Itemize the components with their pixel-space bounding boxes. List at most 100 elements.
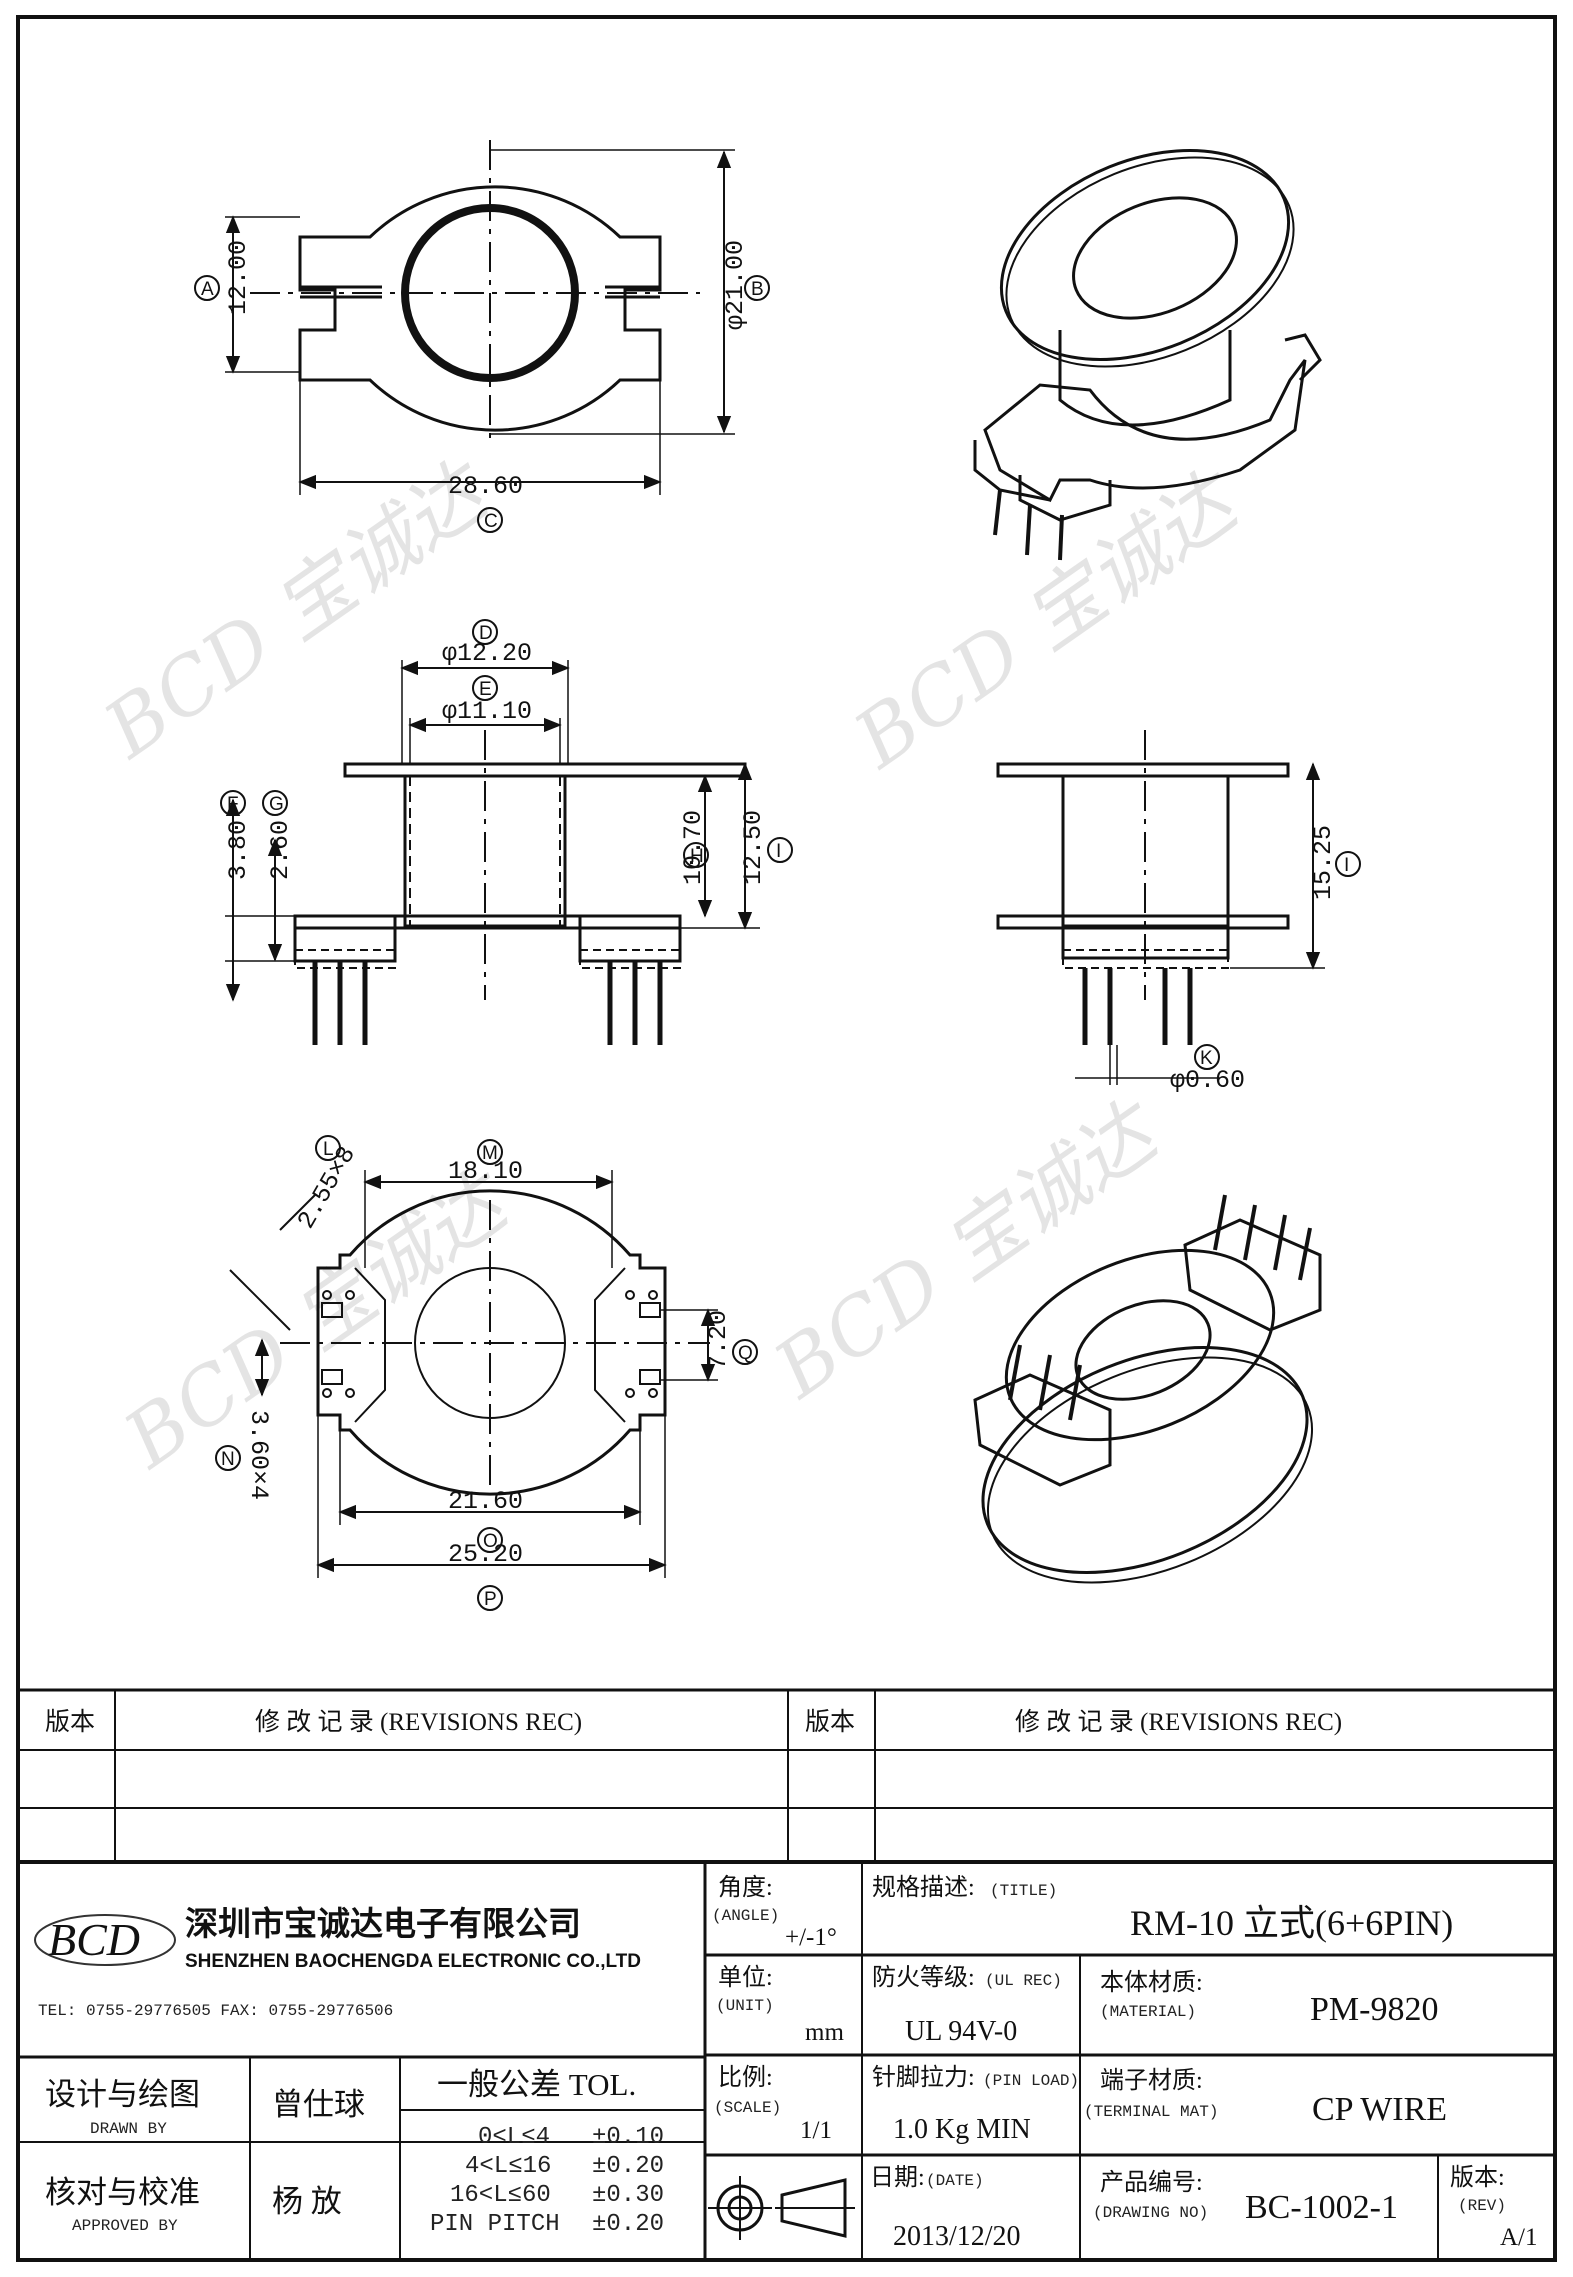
dim-q: 7.20	[704, 1310, 733, 1370]
dim-o: 21.60	[448, 1487, 523, 1516]
svg-text:0<L≤4: 0<L≤4	[478, 2124, 550, 2151]
dim-e: φ11.10	[442, 697, 532, 726]
svg-text:A: A	[201, 279, 214, 300]
marker-o: O	[477, 1527, 503, 1553]
sheet-border	[16, 15, 1557, 2262]
front-view	[225, 660, 760, 1045]
watermark: BCD 宝诚达 BCD 宝诚达 BCD 宝诚达 BCD 宝诚达	[88, 444, 1259, 1486]
ul-value: UL 94V-0	[905, 2016, 1017, 2047]
revisions-table	[18, 1688, 1555, 1864]
svg-text:±0.10: ±0.10	[592, 2124, 664, 2151]
approved-value: 杨 放	[272, 2184, 342, 2219]
ul-label: 防火等级:	[872, 1964, 975, 1991]
terminal-label: 端子材质:	[1100, 2067, 1203, 2094]
svg-text:C: C	[484, 511, 498, 532]
svg-text:16<L≤60: 16<L≤60	[450, 2182, 551, 2209]
scale-value: 1/1	[800, 2117, 832, 2144]
marker-g: G	[262, 790, 288, 816]
dim-h: 10.70	[679, 810, 708, 885]
approved-label-en: APPROVED BY	[72, 2217, 178, 2235]
svg-text:B: B	[751, 279, 764, 300]
drawno-label-en: (DRAWING NO)	[1093, 2204, 1208, 2222]
angle-value: +/-1°	[785, 1924, 837, 1951]
top-view	[225, 140, 735, 495]
title-block-grid	[18, 1862, 1555, 2260]
date-label: 日期:	[870, 2165, 925, 2191]
svg-text:N: N	[221, 1449, 235, 1470]
iso-view-top	[973, 149, 1322, 561]
bottom-view	[229, 1170, 718, 1578]
svg-text:PIN PITCH: PIN PITCH	[430, 2211, 560, 2238]
rev-label: 版本:	[1450, 2164, 1505, 2191]
company-tel-fax: TEL: 0755-29776505 FAX: 0755-29776506	[38, 2002, 393, 2020]
material-value: PM-9820	[1310, 1991, 1438, 2028]
tolerance-header: 一般公差 TOL.	[437, 2067, 636, 2102]
material-label: 本体材质:	[1100, 1969, 1203, 1996]
tolerance-table: 0<L≤4 ±0.10 4<L≤16 ±0.20 16<L≤60 ±0.30 P…	[430, 2124, 664, 2238]
svg-text:O: O	[483, 1531, 498, 1552]
pinload-value: 1.0 Kg MIN	[893, 2114, 1031, 2145]
iso-view-bottom	[973, 1194, 1322, 1584]
svg-text:H: H	[690, 846, 704, 867]
svg-text:I: I	[1344, 855, 1349, 876]
marker-i-front: I	[767, 837, 793, 863]
pinload-label: 针脚拉力:	[872, 2064, 975, 2091]
dim-i-front: 12.50	[739, 810, 768, 885]
unit-label: 单位:	[718, 1964, 773, 1991]
unit-label-en: (UNIT)	[716, 1997, 774, 2015]
projection-symbol	[708, 2176, 855, 2240]
svg-text:±0.20: ±0.20	[592, 2211, 664, 2238]
svg-text:G: G	[269, 794, 284, 815]
svg-text:BCD 宝诚达: BCD 宝诚达	[758, 1084, 1179, 1416]
drawno-value: BC-1002-1	[1245, 2189, 1398, 2226]
drawn-label: 设计与绘图	[45, 2077, 200, 2112]
svg-text:±0.20: ±0.20	[592, 2153, 664, 2180]
dim-m: 18.10	[448, 1157, 523, 1186]
dim-f: 3.80	[224, 820, 253, 880]
angle-label: 角度:	[718, 1874, 773, 1901]
ul-label-en: (UL REC)	[985, 1972, 1062, 1990]
title-label-en: (TITLE)	[990, 1882, 1057, 1900]
dim-k: φ0.60	[1170, 1066, 1245, 1095]
dim-c: 28.60	[448, 472, 523, 501]
svg-text:P: P	[484, 1589, 497, 1610]
svg-text:BCD: BCD	[48, 1914, 140, 1965]
drawn-value: 曾仕球	[272, 2087, 365, 2122]
title-label: 规格描述:	[872, 1874, 975, 1901]
svg-text:K: K	[1200, 1048, 1213, 1069]
title-value: RM-10 立式(6+6PIN)	[1130, 1903, 1453, 1943]
marker-p: P	[477, 1585, 503, 1611]
rev-col-version: 版本	[45, 1708, 95, 1736]
marker-k: K	[1194, 1044, 1220, 1070]
svg-text:BCD 宝诚达: BCD 宝诚达	[88, 444, 509, 776]
terminal-value: CP WIRE	[1312, 2091, 1447, 2128]
company-name-cn: 深圳市宝诚达电子有限公司	[185, 1905, 581, 1943]
rev-col-version-2: 版本	[805, 1708, 855, 1736]
dim-a: 12.00	[224, 240, 253, 315]
rev-value: A/1	[1500, 2224, 1538, 2251]
scale-label: 比例:	[718, 2064, 773, 2091]
approved-label: 核对与校准	[45, 2175, 200, 2210]
dim-g: 2.60	[266, 820, 295, 880]
svg-text:D: D	[479, 623, 493, 644]
marker-d: D	[472, 619, 498, 645]
svg-text:BCD 宝诚达: BCD 宝诚达	[838, 454, 1259, 786]
marker-e: E	[472, 675, 498, 701]
svg-text:Q: Q	[738, 1343, 753, 1364]
marker-f: F	[220, 790, 246, 816]
pinload-label-en: (PIN LOAD)	[983, 2072, 1079, 2090]
svg-text:E: E	[479, 679, 492, 700]
svg-text:M: M	[482, 1143, 498, 1164]
marker-m: M	[477, 1139, 503, 1165]
scale-label-en: (SCALE)	[714, 2099, 781, 2117]
company-logo: BCD	[34, 1914, 176, 1966]
unit-value: mm	[805, 2019, 844, 2046]
marker-i-side: I	[1335, 851, 1361, 877]
date-value: 2013/12/20	[893, 2221, 1021, 2252]
svg-text:F: F	[227, 794, 239, 815]
rev-col-record-2: 修 改 记 录 (REVISIONS REC)	[1015, 1708, 1342, 1736]
date-label-en: (DATE)	[926, 2172, 984, 2190]
svg-text:±0.30: ±0.30	[592, 2182, 664, 2209]
company-name-en: SHENZHEN BAOCHENGDA ELECTRONIC CO.,LTD	[185, 1951, 641, 1972]
top-view-outline	[298, 185, 662, 432]
